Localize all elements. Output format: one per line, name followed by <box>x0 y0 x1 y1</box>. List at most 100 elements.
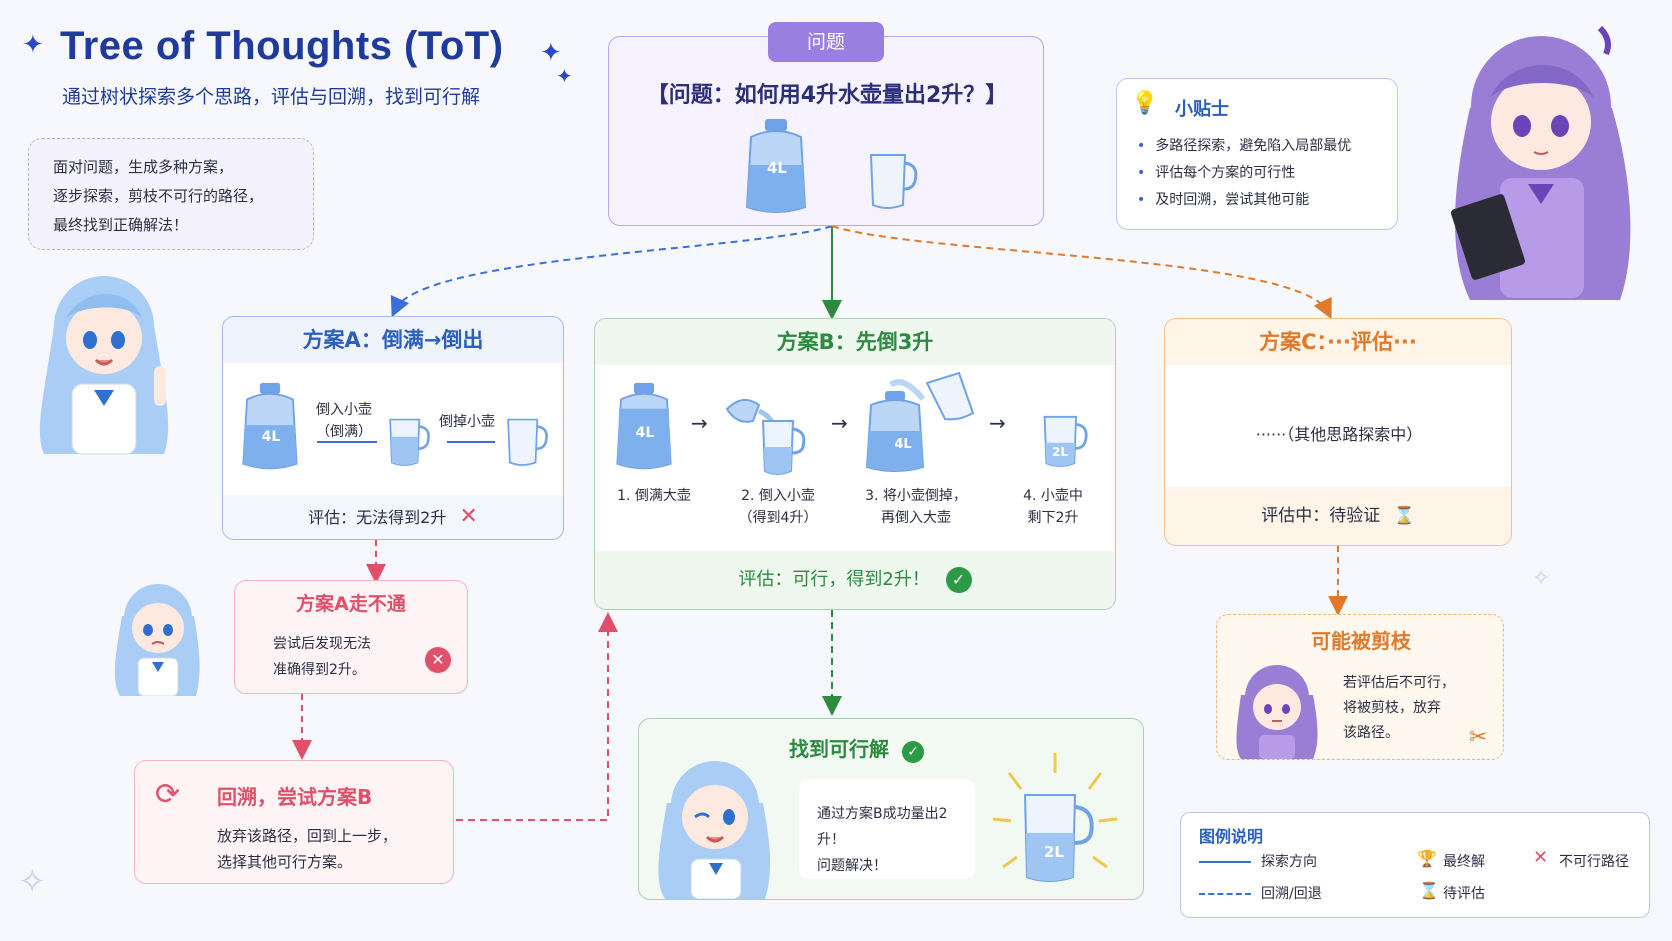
edge-problem-to-c <box>831 225 1332 320</box>
sparkle-icon: ✧ <box>1532 566 1551 591</box>
backtrack-card: ⟳ 回溯，尝试方案B 放弃该路径，回到上一步， 选择其他可行方案。 <box>134 760 454 884</box>
plan-c-eval-text: 评估中：待验证 <box>1261 506 1381 526</box>
plan-a-step1: 倒入小壶 （倒满） <box>311 399 377 443</box>
blue-hair-girl-avatar <box>14 256 194 456</box>
jug-2l-label: 2L <box>1044 843 1064 861</box>
plan-b-step-1: 1. 倒满大壶 <box>599 485 709 507</box>
purple-hair-girl-avatar <box>1430 18 1652 300</box>
tips-card: 💡 小贴士 多路径探索，避免陷入局部最优 评估每个方案的可行性 及时回溯，尝试其… <box>1116 78 1398 230</box>
step-line: 4. 小壶中 <box>1023 488 1083 504</box>
dead-end-text: 尝试后发现无法 准确得到2升。 <box>273 631 371 683</box>
plan-a-title: 方案A：倒满→倒出 <box>223 317 563 363</box>
step-line: 1. 倒满大壶 <box>617 488 691 504</box>
arrow-right-icon: → <box>691 411 708 435</box>
tips-list: 多路径探索，避免陷入局部最优 评估每个方案的可行性 及时回溯，尝试其他可能 <box>1137 133 1351 214</box>
prune-line: 该路径。 <box>1343 725 1399 741</box>
solution-speech-bubble: 通过方案B成功量出2升！ 问题解决！ <box>799 779 975 879</box>
page-title: Tree of Thoughts (ToT) <box>60 24 504 68</box>
purple-girl-small-avatar <box>1227 655 1327 759</box>
legend-solid-line <box>1199 861 1251 863</box>
legend-infeasible: 不可行路径 <box>1559 854 1629 870</box>
small-jug-filled-icon <box>385 413 433 473</box>
problem-text: 【问题：如何用4升水壶量出2升？】 <box>646 83 1008 108</box>
plan-b-step-3: 3. 将小壶倒掉， 再倒入大壶 <box>851 485 981 529</box>
backtrack-title: 回溯，尝试方案B <box>217 785 373 809</box>
prune-card: 可能被剪枝 若评估后不可行， 将被剪枝，放弃 该路径。 ✂ <box>1216 614 1504 760</box>
legend-title: 图例说明 <box>1199 827 1264 846</box>
hourglass-icon: ⌛ <box>1393 506 1415 526</box>
small-jug-2l-icon <box>1039 411 1091 473</box>
large-jug-label: 4L <box>894 437 912 452</box>
dead-end-title: 方案A走不通 <box>296 593 406 615</box>
backtrack-line: 放弃该路径，回到上一步， <box>217 827 398 845</box>
tip-item: 及时回溯，尝试其他可能 <box>1137 187 1351 214</box>
intro-line: 最终找到正确解法！ <box>53 216 189 234</box>
intro-speech-bubble: 面对问题，生成多种方案， 逐步探索，剪枝不可行的路径， 最终找到正确解法！ <box>28 138 314 250</box>
dead-end-line: 尝试后发现无法 <box>273 636 371 652</box>
plan-b-card: 方案B：先倒3升 4L → → 4L → <box>594 318 1116 610</box>
solution-line: 问题解决！ <box>817 858 887 874</box>
step-line: 剩下2升 <box>1027 510 1079 526</box>
small-jug-empty-icon <box>503 413 551 473</box>
large-jug-label: 4L <box>261 429 281 445</box>
large-jug-icon <box>237 381 303 477</box>
pouring-jug-icon <box>723 391 807 481</box>
error-circle-icon: ✕ <box>425 647 451 673</box>
cross-icon: ✕ <box>459 504 478 529</box>
problem-badge: 问题 <box>768 22 884 62</box>
dead-end-line: 准确得到2升。 <box>273 662 366 678</box>
tips-title: 小贴士 <box>1175 99 1229 120</box>
prune-text: 若评估后不可行， 将被剪枝，放弃 该路径。 <box>1343 671 1455 746</box>
cross-icon: ✕ <box>1533 847 1549 868</box>
step-line: 再倒入大壶 <box>881 510 951 526</box>
arrow-right-icon: → <box>989 411 1006 435</box>
solution-title: 找到可行解 ✓ <box>789 733 924 763</box>
plan-c-card: 方案C：···评估··· ······（其他思路探索中） 评估中：待验证 ⌛ <box>1164 318 1512 546</box>
legend-pending: 待评估 <box>1443 886 1485 902</box>
sparkle-icon: ✦ <box>22 30 44 60</box>
large-jug-label: 4L <box>767 159 787 177</box>
problem-card: 【问题：如何用4升水壶量出2升？】 4L <box>608 36 1044 226</box>
small-jug-icon <box>865 149 921 215</box>
plan-a-step1-label: 倒入小壶 <box>316 402 372 418</box>
plan-c-body: ······（其他思路探索中） <box>1255 425 1423 444</box>
legend-explore: 探索方向 <box>1261 854 1317 870</box>
shining-jug-icon <box>987 749 1123 899</box>
arrow-right-icon: → <box>831 411 848 435</box>
plan-a-step1-note: （倒满） <box>316 424 372 440</box>
backtrack-line: 选择其他可行方案。 <box>217 853 353 871</box>
plan-b-step-4: 4. 小壶中 剩下2升 <box>1003 485 1103 529</box>
prune-title: 可能被剪枝 <box>1311 629 1411 653</box>
backtrack-text: 放弃该路径，回到上一步， 选择其他可行方案。 <box>217 823 397 875</box>
plan-b-eval: 评估：可行，得到2升！ ✓ <box>595 551 1115 609</box>
lightbulb-icon: 💡 <box>1131 91 1159 116</box>
trophy-icon: 🏆 <box>1417 849 1437 868</box>
winking-girl-avatar <box>647 747 783 899</box>
intro-line: 面对问题，生成多种方案， <box>53 158 234 176</box>
step-line: 3. 将小壶倒掉， <box>865 488 967 504</box>
plan-b-step-2: 2. 倒入小壶 （得到4升） <box>723 485 833 529</box>
refresh-icon: ⟳ <box>155 777 181 812</box>
step-line: 2. 倒入小壶 <box>741 488 815 504</box>
solution-line: 通过方案B成功量出2升！ <box>817 806 948 848</box>
check-circle-icon: ✓ <box>901 741 924 763</box>
error-circle-glyph: ✕ <box>425 647 451 673</box>
plan-a-step2: 倒掉小壶 <box>439 414 495 430</box>
tip-item: 多路径探索，避免陷入局部最优 <box>1137 133 1351 160</box>
plan-c-title: 方案C：···评估··· <box>1165 319 1511 365</box>
small-jug-label: 2L <box>1052 445 1068 459</box>
arrow-right <box>447 441 495 443</box>
sparkle-icon: ✦ <box>540 38 562 68</box>
large-jug-icon <box>741 117 811 221</box>
legend-final: 最终解 <box>1443 854 1485 870</box>
prune-line: 将被剪枝，放弃 <box>1343 700 1441 716</box>
large-jug-icon <box>611 381 677 477</box>
large-jug-label: 4L <box>635 425 655 441</box>
sad-girl-avatar <box>106 572 210 697</box>
plan-c-eval: 评估中：待验证 ⌛ <box>1165 487 1511 545</box>
intro-line: 逐步探索，剪枝不可行的路径， <box>53 187 264 205</box>
legend-box: 图例说明 探索方向 回溯/回退 🏆 最终解 ⌛ 待评估 ✕ 不可行路径 <box>1180 812 1650 918</box>
solution-card: 找到可行解 ✓ 通过方案B成功量出2升！ 问题解决！ <box>638 718 1144 900</box>
legend-backtrack: 回溯/回退 <box>1261 886 1322 902</box>
hourglass-icon: ⌛ <box>1419 881 1439 900</box>
